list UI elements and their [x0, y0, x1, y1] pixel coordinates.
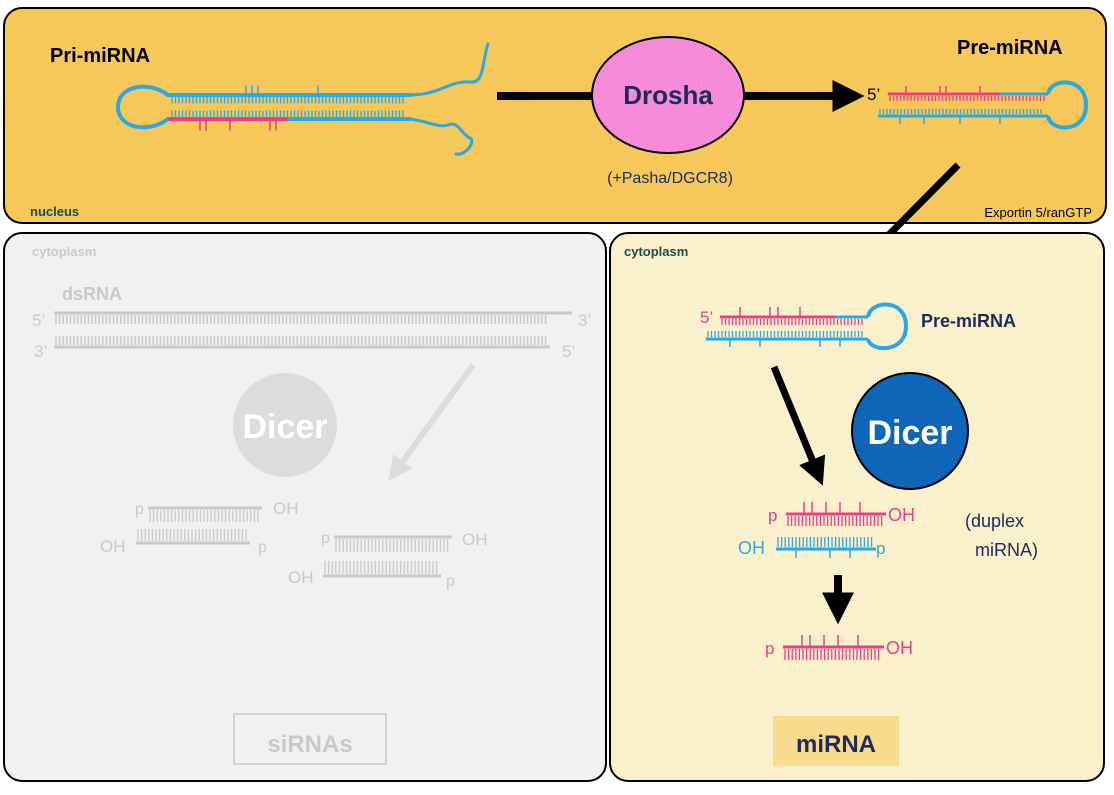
- sirna-duplex-1: [136, 506, 262, 545]
- dsrna-3-top: 3’: [578, 311, 591, 330]
- dsrna-5-bottom: 5’: [562, 342, 575, 361]
- pre-mirna-title-nucleus: Pre-miRNA: [957, 37, 1063, 59]
- sirna-duplex-2: [323, 535, 452, 578]
- sirna2-p-bottom: p: [446, 573, 455, 590]
- sirna2-oh-top: OH: [462, 530, 488, 549]
- sirna1-p-bottom: p: [258, 539, 267, 556]
- sirnas-footer-box: [233, 713, 387, 765]
- sirna1-p-top: p: [135, 501, 144, 518]
- dicer-enzyme-faded: [233, 373, 337, 477]
- duplex-label-line2: miRNA): [975, 540, 1038, 560]
- exportin-label: Exportin 5/ranGTP: [984, 205, 1092, 220]
- pre-mirna-hairpin-nucleus: [878, 80, 1089, 130]
- duplex-oh-bottom: OH: [738, 538, 765, 558]
- sirna-cleavage-arrow: [388, 363, 476, 481]
- mirna-panel: [609, 232, 1105, 782]
- nucleus-panel: [3, 7, 1107, 224]
- sirnas-footer: siRNAs: [267, 731, 352, 758]
- pri-mirna-hairpin: [115, 42, 490, 156]
- dsrna-title: dsRNA: [62, 284, 122, 304]
- sirna2-p-top: p: [321, 530, 330, 547]
- duplex-p-bottom: p: [876, 539, 885, 558]
- nucleus-label: nucleus: [30, 204, 79, 219]
- dicer-label-faded: Dicer: [242, 408, 327, 446]
- mature-mirna: [783, 635, 884, 660]
- mirna-footer: miRNA: [796, 731, 876, 758]
- mature-p: p: [765, 639, 774, 658]
- sirna2-oh-bottom: OH: [288, 568, 314, 587]
- dicer-processing-arrow: [770, 365, 826, 486]
- duplex-mirna: [776, 502, 886, 558]
- drosha-enzyme: [591, 36, 745, 154]
- drosha-cofactor: (+Pasha/DGCR8): [607, 170, 733, 187]
- dsrna-3-bottom: 3’: [34, 342, 47, 361]
- drosha-label: Drosha: [623, 80, 713, 110]
- duplex-oh-top: OH: [888, 505, 915, 525]
- dicer-enzyme: [851, 372, 969, 490]
- sirna-panel: [3, 232, 607, 782]
- dicer-label: Dicer: [867, 414, 952, 452]
- dsrna-5-top: 5’: [32, 311, 45, 330]
- pri-mirna-title: Pri-miRNA: [50, 45, 150, 67]
- pre-mirna-5prime-nucleus: 5’: [867, 85, 880, 104]
- dsrna-duplex: [54, 311, 572, 349]
- duplex-p-top: p: [768, 506, 777, 525]
- sirna-cytoplasm-label: cytoplasm: [32, 244, 96, 259]
- pre-mirna-5prime-cytoplasm: 5’: [700, 308, 713, 327]
- mirna-cytoplasm-label: cytoplasm: [624, 244, 688, 259]
- pre-mirna-title-cytoplasm: Pre-miRNA: [921, 311, 1016, 331]
- sirna1-oh-top: OH: [273, 499, 299, 518]
- sirna1-oh-bottom: OH: [100, 537, 126, 556]
- mirna-footer-box: [773, 716, 899, 766]
- mature-oh: OH: [886, 638, 913, 658]
- pre-mirna-hairpin-cytoplasm: [706, 302, 909, 351]
- duplex-label-line1: (duplex: [965, 511, 1024, 531]
